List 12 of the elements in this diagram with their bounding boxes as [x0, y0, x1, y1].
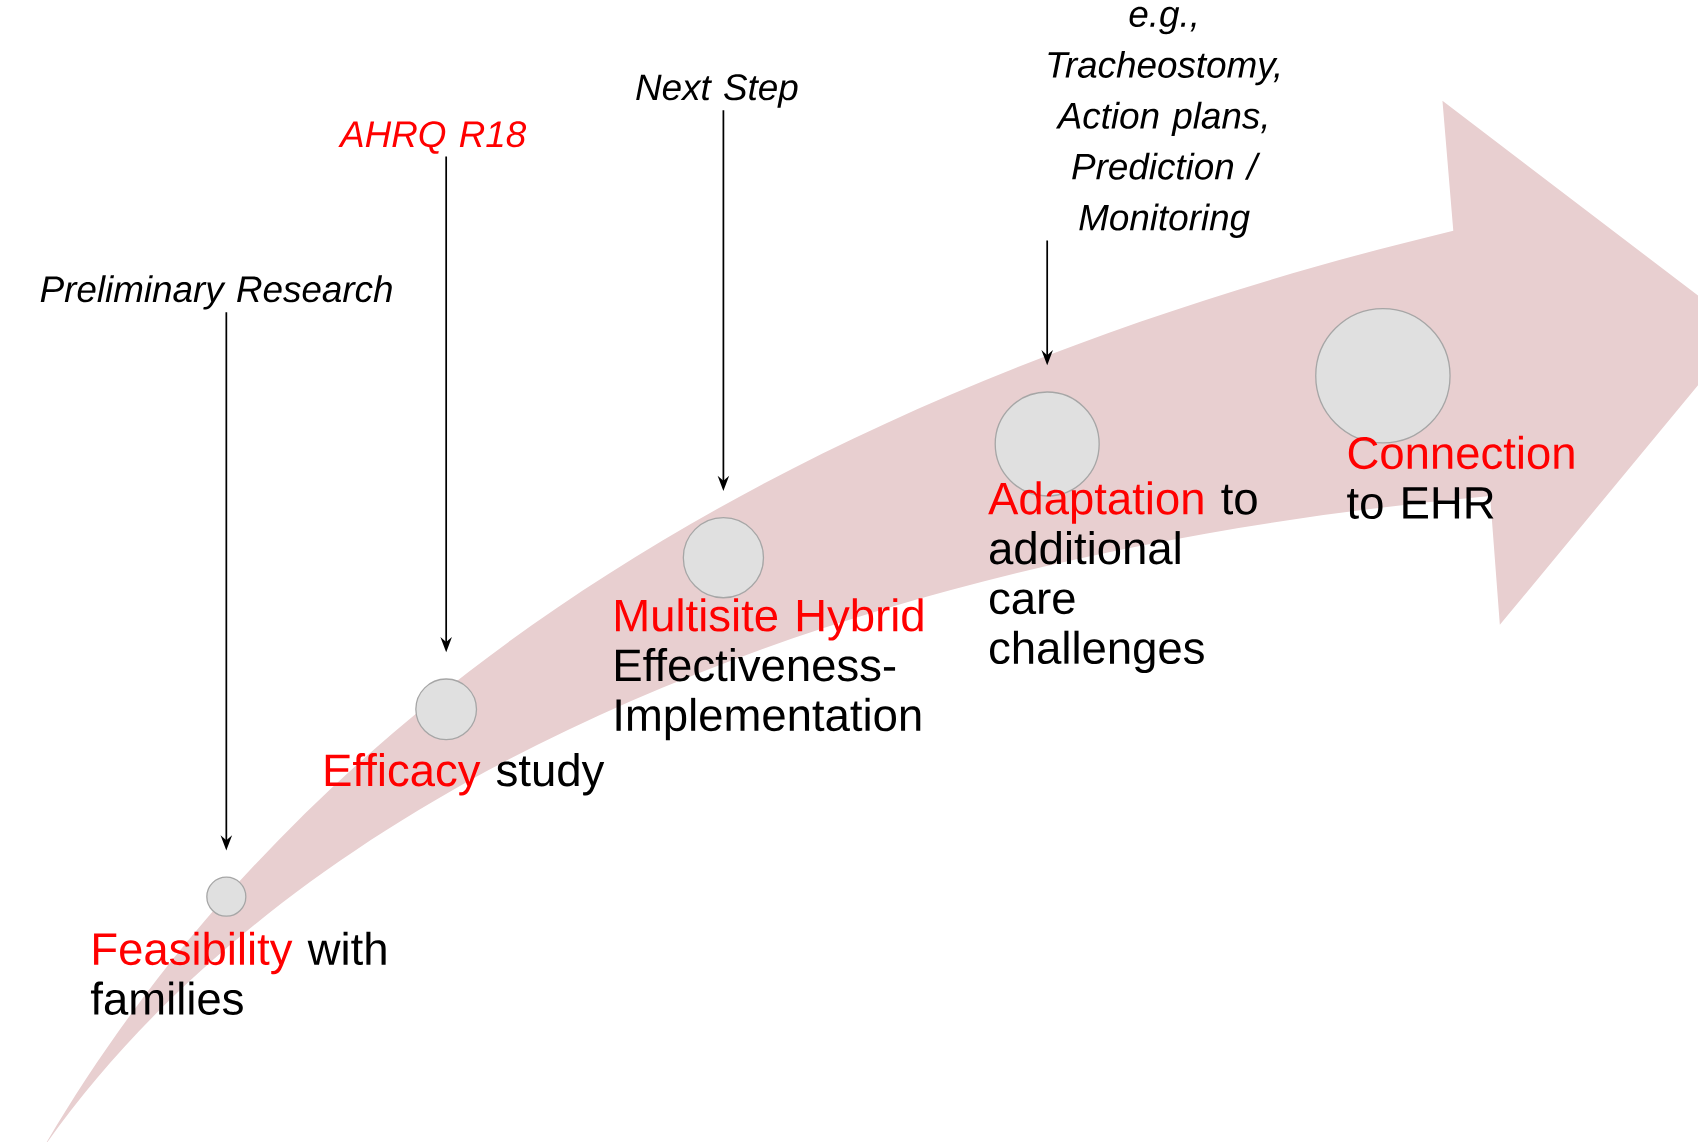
- annotation-text: Next Step: [636, 74, 798, 108]
- stage-label: Adaptation to additional care challenges: [988, 481, 1257, 673]
- ball: [415, 678, 478, 741]
- stage-label: Efficacy study: [325, 752, 605, 796]
- stage-label: Feasibility with families: [90, 931, 386, 1015]
- annotation-text: e.g., Tracheostomy, Action plans, Prediction / Monitoring: [1048, 6, 1279, 238]
- stage-label: Connection to EHR: [1347, 435, 1574, 519]
- ball: [682, 516, 765, 599]
- stage-label: Multisite Hybrid Effectiveness-Implementation: [616, 598, 923, 740]
- annotation-text: AHRQ R18: [338, 120, 527, 154]
- annotation-text: Preliminary Research: [40, 275, 392, 310]
- ball: [206, 876, 247, 917]
